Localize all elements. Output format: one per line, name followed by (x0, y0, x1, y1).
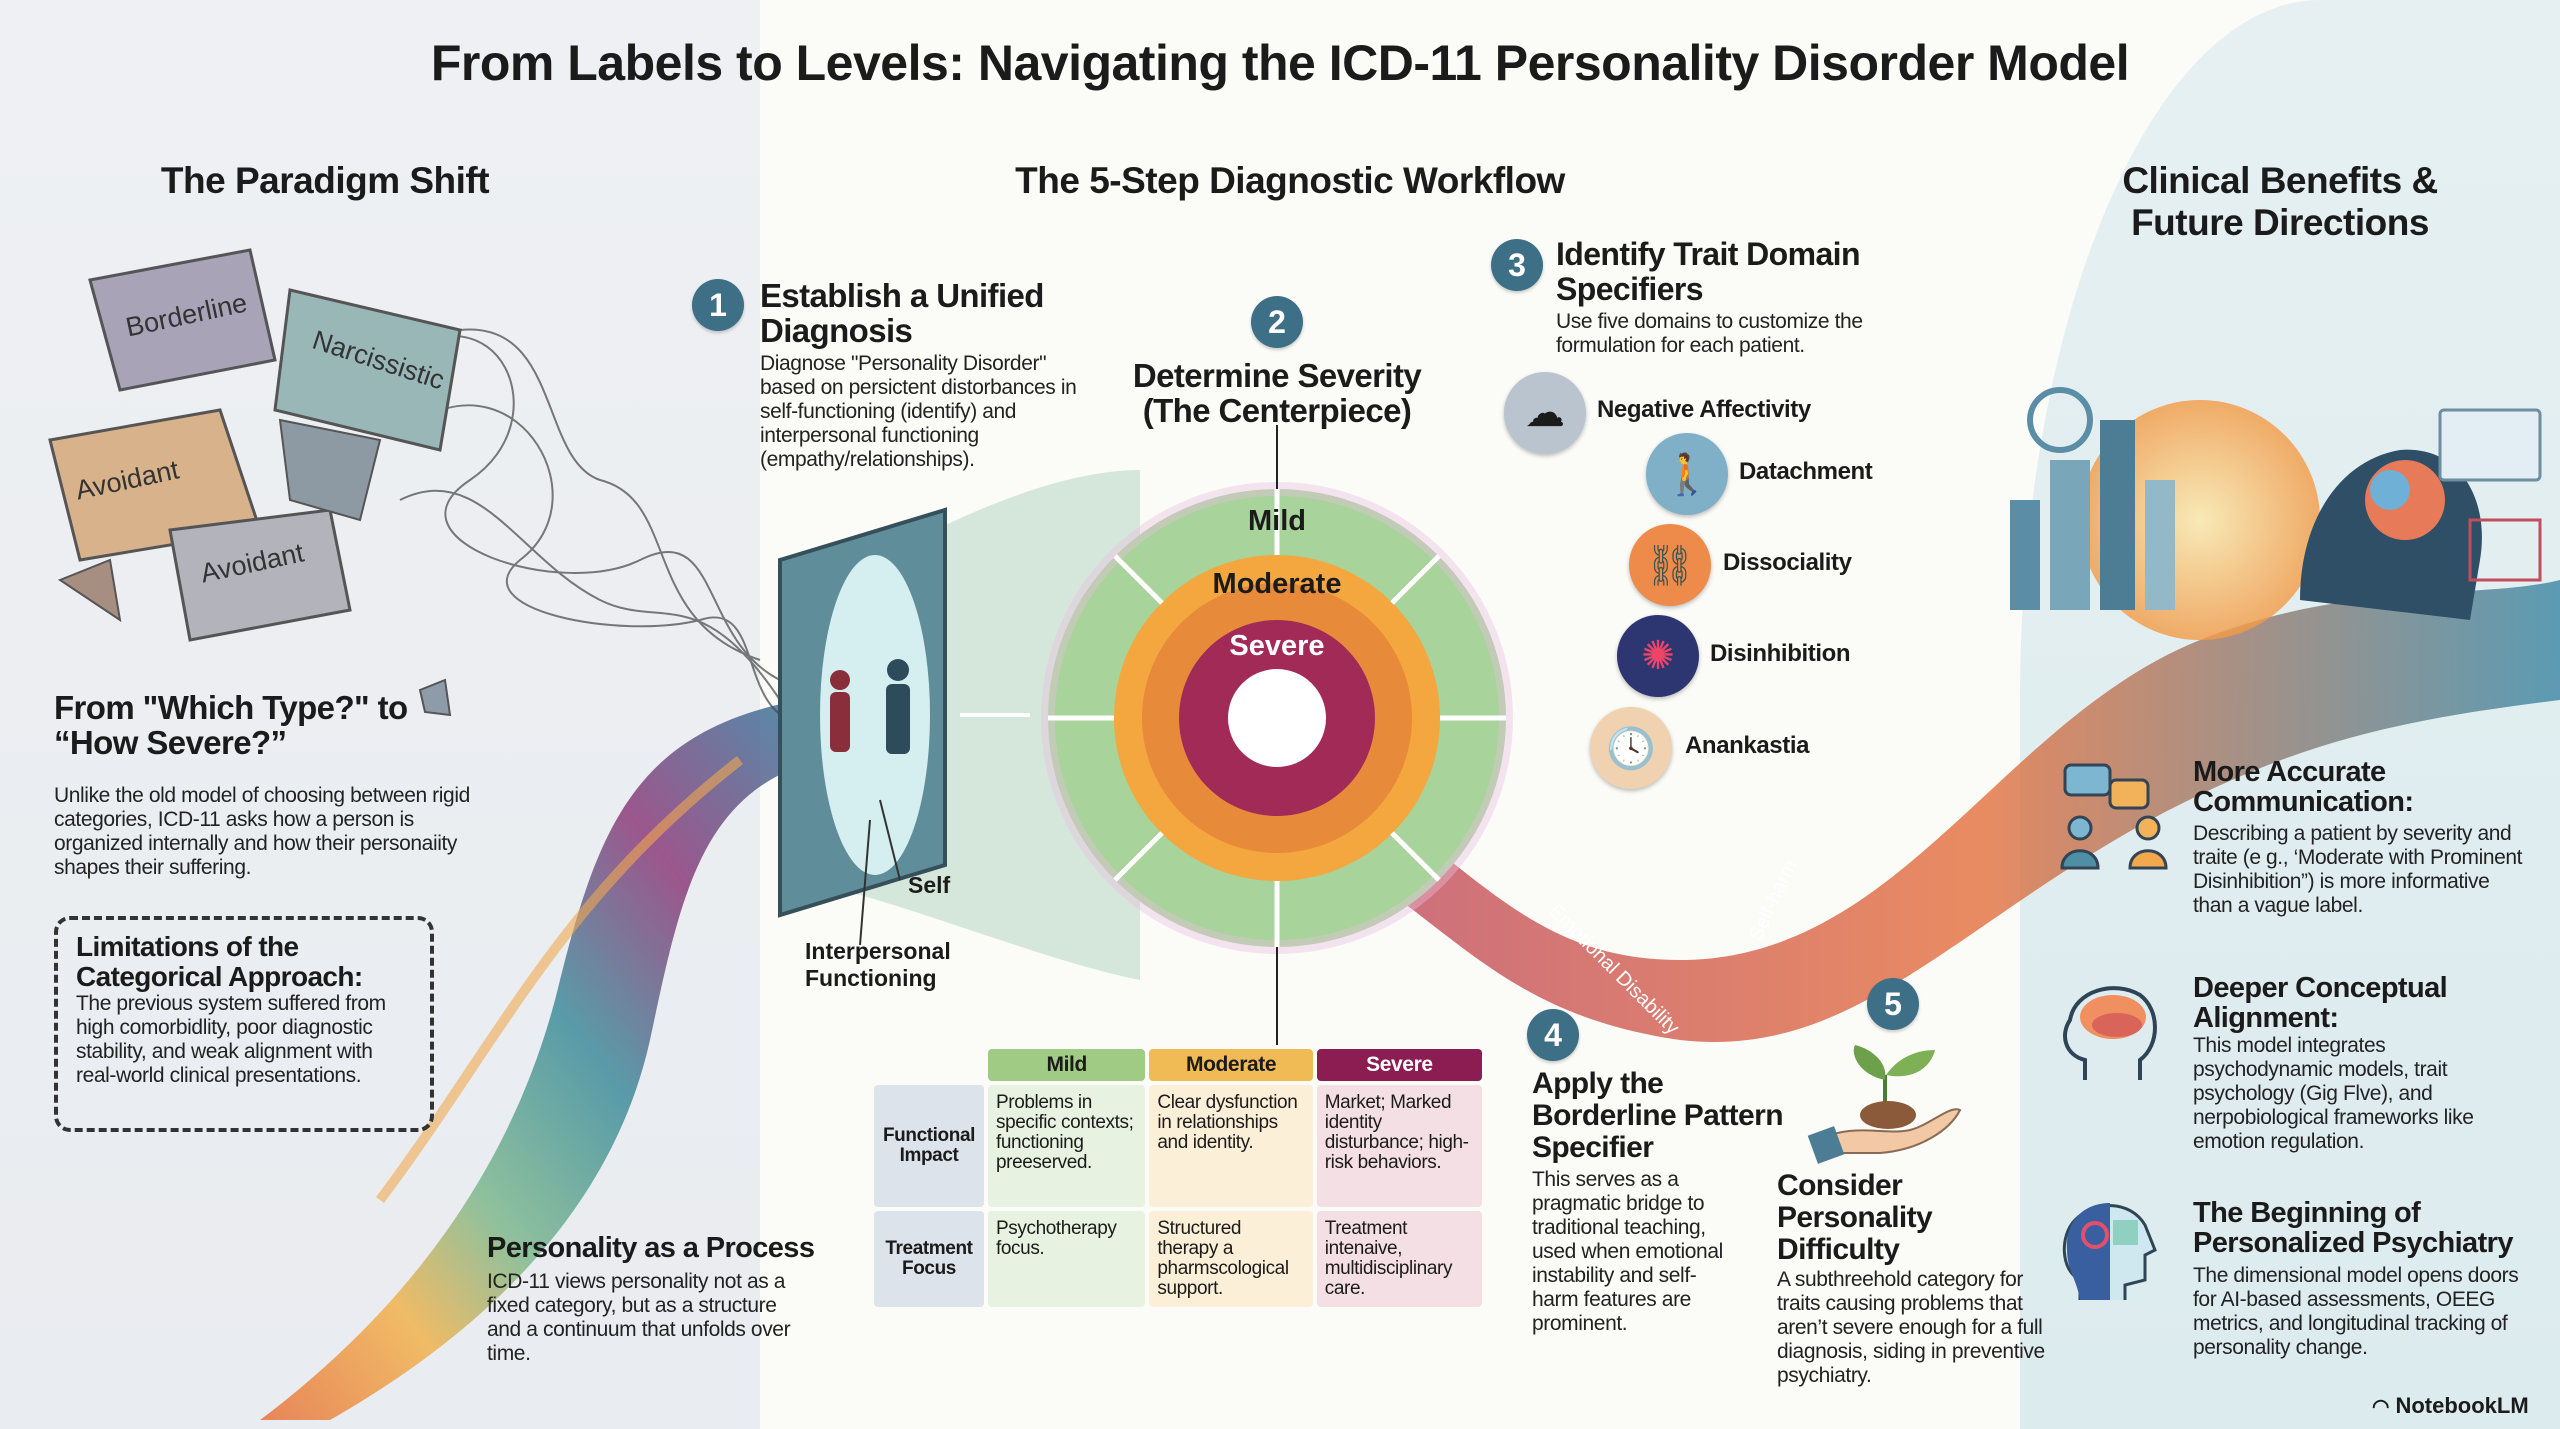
table-header-row: Mild Moderate Severe (874, 1049, 1482, 1081)
table-row: Functional Impact Problems in specific c… (874, 1085, 1482, 1207)
table-cell: Market; Marked identity disturbance; hig… (1316, 1085, 1482, 1207)
paradigm-shift-heading: The Paradigm Shift (160, 160, 490, 201)
step-5-title: Consider Personality Difficulty (1777, 1169, 1933, 1266)
brain-head-icon (2063, 986, 2157, 1080)
step-4-badge: 4 (1527, 1009, 1579, 1061)
step-4-body: This serves as a pragmatic bridge to tra… (1532, 1168, 1723, 1335)
clock-gear-icon: 🕓 (1590, 707, 1672, 789)
step-1-title: Establish a Unified Diagnosis (760, 277, 1044, 349)
ring-label-severe: Severe (1229, 630, 1325, 662)
interpersonal-label: Interpersonal Functioning (805, 938, 951, 991)
severity-donut (1041, 425, 1513, 1045)
storm-cloud-icon: ☁ (1504, 372, 1586, 454)
benefit-1-body: Describing a patient by severity and tra… (2193, 822, 2523, 917)
notebooklm-logo-icon: ◠ (2372, 1395, 2390, 1418)
step-5-body: A subthreehold category for traits causi… (1777, 1268, 2045, 1387)
tangled-lines (389, 328, 791, 721)
benefit-2-title: Deeper Conceptual Alignment: (2193, 972, 2448, 1034)
row-label: Functional Impact (874, 1085, 984, 1207)
table-cell: Psychotherapy focus. (988, 1211, 1146, 1307)
limitations-body: The previous system suffered from high c… (76, 992, 386, 1087)
self-label: Self (908, 872, 951, 898)
table-row: Treatment Focus Psychotherapy focus. Str… (874, 1211, 1482, 1307)
benefit-3-title: The Beginning of Personalized Psychiatry (2193, 1197, 2513, 1259)
step-2-title: Determine Severity (The Centerpiece) (1132, 357, 1422, 429)
severity-table: Mild Moderate Severe Functional Impact P… (870, 1045, 1486, 1311)
table-cell: Treatment intenaive, multidisciplinary c… (1316, 1211, 1482, 1307)
shift-title: From "Which Type?" to “How Severe?” (54, 689, 408, 761)
notebooklm-brand: ◠ NotebookLM (2372, 1393, 2529, 1419)
limitations-title: Limitations of the Categorical Approach: (76, 931, 363, 992)
limitations-box: Limitations of the Categorical Approach:… (54, 916, 434, 1132)
trait-negative-affectivity: Negative Affectivity (1597, 396, 1811, 423)
left-panel-background (0, 0, 760, 1429)
brand-label: NotebookLM (2395, 1393, 2529, 1418)
process-body: ICD-11 views personality not as a fixed … (487, 1270, 791, 1365)
person-door-icon: 🚶 (1646, 433, 1728, 515)
hand-seedling-icon (1807, 1045, 1962, 1164)
ribbon-right (1400, 580, 2560, 1043)
ring-label-moderate: Moderate (1212, 568, 1342, 600)
step-3-title: Identify Trait Domain Specifiers (1556, 236, 1860, 307)
trait-dissociality: Dissociality (1723, 549, 1852, 576)
shift-body: Unlike the old model of choosing between… (54, 784, 470, 879)
workflow-heading: The 5-Step Diagnostic Workflow (1015, 160, 1565, 201)
table-cell: Problems in specific contexts; functioni… (988, 1085, 1146, 1207)
future-city-illustration (2010, 387, 2542, 640)
digital-head-icon (2062, 1203, 2157, 1300)
fireworks-icon: ✺ (1617, 615, 1699, 697)
row-label: Treatment Focus (874, 1211, 984, 1307)
step-5-badge: 5 (1867, 978, 1919, 1030)
ribbon-left (260, 700, 820, 1420)
step-1-badge: 1 (692, 279, 744, 331)
step-3-badge: 3 (1491, 239, 1543, 291)
step-3-body: Use five domains to customize the formul… (1556, 310, 1863, 357)
header-moderate: Moderate (1149, 1049, 1313, 1081)
table-cell: Clear dysfunction in relationships and i… (1149, 1085, 1313, 1207)
step-4-title: Apply the Borderline Pattern Specifier (1532, 1067, 1784, 1164)
benefit-2-body: This model integrates psychodynamic mode… (2193, 1034, 2474, 1153)
ring-label-mild: Mild (1248, 505, 1306, 537)
portal-door (778, 507, 1030, 946)
benefit-1-title: More Accurate Communication: (2193, 756, 2414, 818)
benefit-3-body: The dimensional model opens doors for AI… (2193, 1264, 2519, 1359)
trait-detachment: Datachment (1739, 458, 1873, 485)
shattered-blocks (48, 248, 462, 717)
process-title: Personality as a Process (487, 1232, 815, 1264)
broken-chain-icon: ⛓ (1629, 524, 1711, 606)
clinical-benefits-heading: Clinical Benefits & Future Directions (2122, 160, 2438, 243)
step-1-body: Diagnose "Personality Disorder" based on… (760, 352, 1077, 471)
header-severe: Severe (1316, 1049, 1482, 1081)
communication-icon (2060, 763, 2168, 870)
table-cell: Structured therapy a pharmscological sup… (1149, 1211, 1313, 1307)
trait-anankastia: Anankastia (1685, 732, 1810, 759)
page-title: From Labels to Levels: Navigating the IC… (430, 35, 2130, 91)
header-mild: Mild (988, 1049, 1146, 1081)
step-2-badge: 2 (1251, 296, 1303, 348)
trait-disinhibition: Disinhibition (1710, 640, 1851, 667)
